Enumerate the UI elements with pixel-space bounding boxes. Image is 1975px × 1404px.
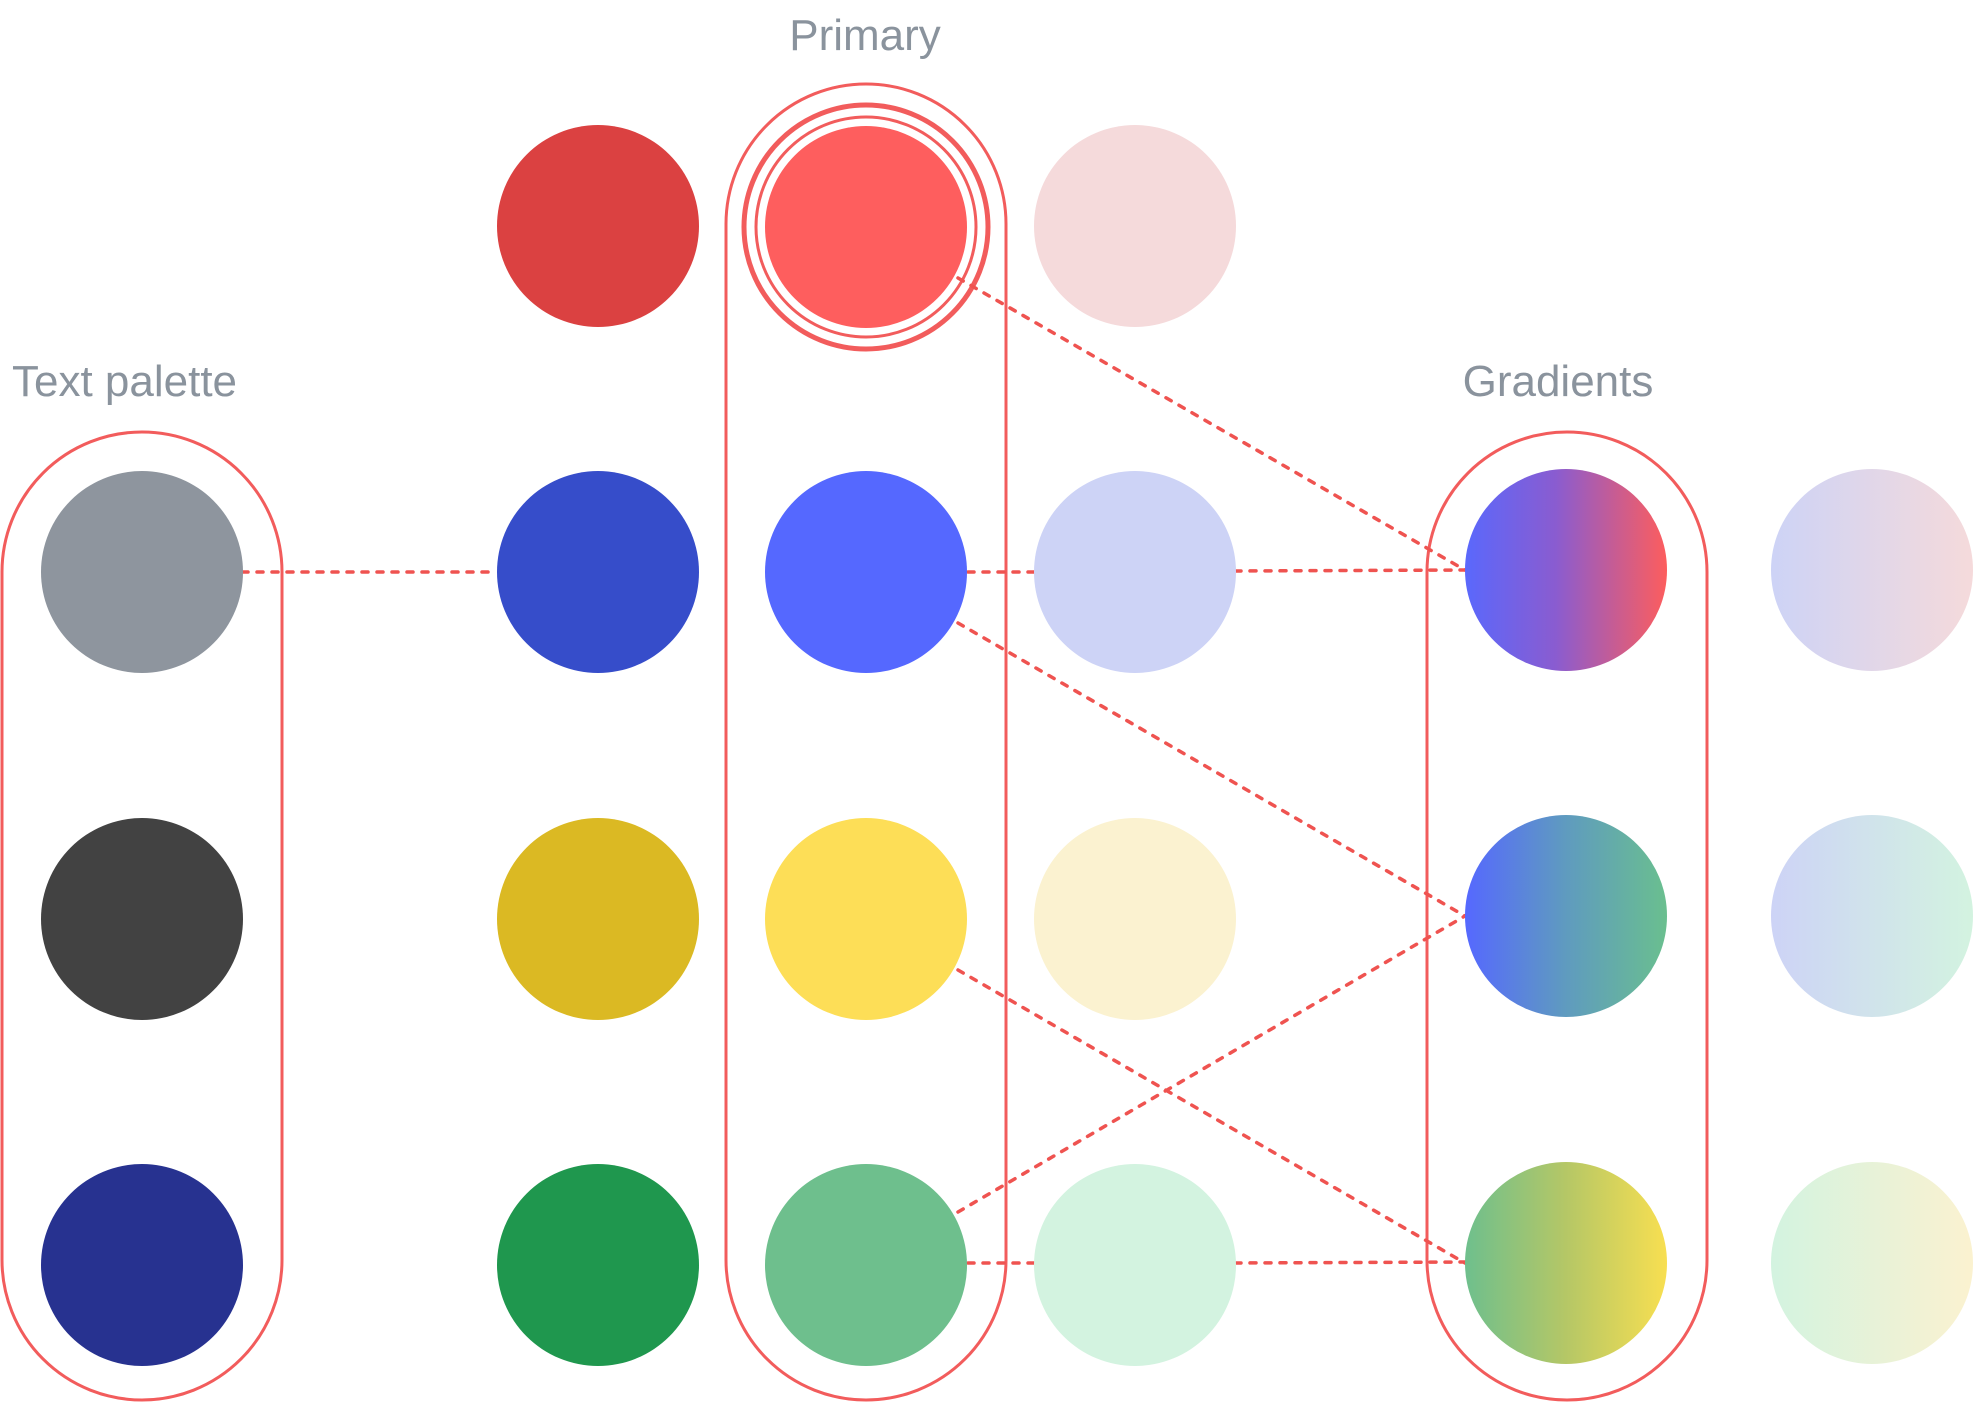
swatch-primary-yellow[interactable] [765,818,967,1020]
dark-swatches [497,125,699,1366]
swatch-light-red[interactable] [1034,125,1236,327]
swatch-primary-green[interactable] [765,1164,967,1366]
connector-primary-blue-to-gradient [956,621,1467,918]
swatch-light-blue[interactable] [1034,471,1236,673]
swatch-light-gradient-green-yellow[interactable] [1771,1162,1973,1364]
swatch-dark-green[interactable] [497,1164,699,1366]
connector-light-blue-to-gradient [1233,568,1469,573]
swatch-dark-yellow[interactable] [497,818,699,1020]
text-swatch-gray[interactable] [41,471,243,673]
selected-ring-inner [754,115,978,339]
swatch-light-yellow[interactable] [1034,818,1236,1020]
gradients-label: Gradients [1463,357,1654,406]
swatch-dark-red[interactable] [497,125,699,327]
text-swatch-navy[interactable] [41,1164,243,1366]
swatch-gradient-blue-red[interactable] [1465,469,1667,671]
light-gradient-swatches [1771,469,1973,1364]
text-palette-outline [0,430,284,1402]
text-swatch-charcoal[interactable] [41,818,243,1020]
swatch-primary-red[interactable] [765,126,967,328]
swatch-light-gradient-blue-red[interactable] [1771,469,1973,671]
primary-label: Primary [789,11,941,60]
gradients-outline [1425,430,1709,1402]
text-palette-swatches [41,471,243,1366]
swatch-primary-blue[interactable] [765,471,967,673]
light-swatches [1034,125,1236,1366]
gradient-swatches [1465,469,1667,1364]
primary-outline [724,82,1008,1402]
swatch-dark-blue[interactable] [497,471,699,673]
text-palette-label: Text palette [12,357,237,406]
swatch-gradient-green-yellow[interactable] [1465,1162,1667,1364]
primary-swatches [765,126,967,1366]
selected-ring-outer [741,102,991,352]
connector-primary-yellow-to-gradient [956,968,1467,1265]
swatch-light-gradient-blue-green[interactable] [1771,815,1973,1017]
connector-light-green-to-gradient [1233,1260,1469,1265]
swatch-gradient-blue-green[interactable] [1465,815,1667,1017]
swatch-light-green[interactable] [1034,1164,1236,1366]
connector-primary-red-to-gradient [956,276,1467,572]
